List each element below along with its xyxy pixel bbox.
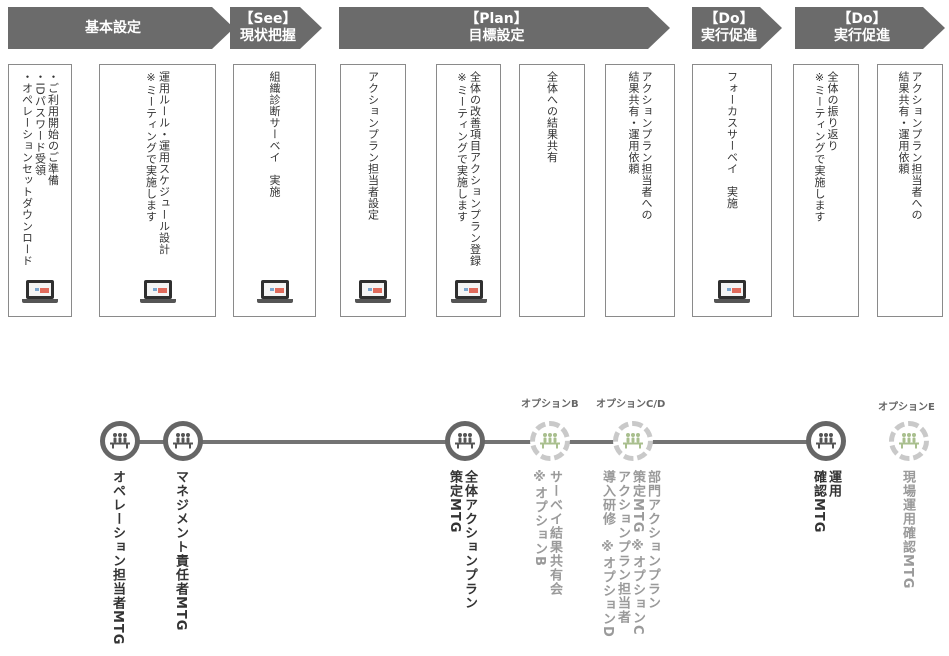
milestone-node-option-e (889, 421, 929, 461)
meeting-people-icon (623, 433, 643, 449)
task-text: 組織診断サーベイ 実施 (268, 71, 281, 198)
task-text: アクションプラン担当者への 結果共有・運用依頼 (897, 71, 923, 221)
meeting-people-icon (173, 433, 193, 449)
milestone-label-operation-mtg: オペレーション担当者MTG (110, 470, 125, 646)
laptop-icon (22, 280, 58, 306)
task-box-share-all: 全体への結果共有 (519, 64, 585, 317)
phase-see: 【See】 現状把握 (230, 7, 322, 49)
laptop-icon (256, 280, 293, 306)
milestone-label-operation-check-mtg: 運用 確認MTG (811, 470, 841, 534)
phase-title: 基本設定 (85, 19, 141, 36)
phase-do-1: 【Do】 実行促進 (692, 7, 782, 49)
milestone-node-plan-mtg (445, 421, 485, 461)
phase-do-2: 【Do】 実行促進 (795, 7, 945, 49)
milestone-node-operation-check-mtg (806, 421, 846, 461)
task-text: 全体の振り返り ※ミーティングで実施します (813, 71, 839, 223)
laptop-icon (450, 280, 487, 306)
option-label-b: オプションB (521, 399, 579, 410)
milestone-label-option-e: 現場運用確認MTG (900, 470, 915, 590)
phase-tag: 【Plan】 (465, 11, 528, 27)
task-box-setup: ・ご利用開始のご準備 ・IDパスワード受領 ・オペレーションセットダウンロード (8, 64, 72, 317)
milestone-node-management-mtg (163, 421, 203, 461)
phase-title: 現状把握 (240, 28, 296, 44)
phase-basic-setup: 基本設定 (8, 7, 234, 49)
task-text: ・ご利用開始のご準備 ・IDパスワード受領 ・オペレーションセットダウンロード (20, 71, 60, 267)
milestone-label-plan-mtg: 全体アクションプラン 策定MTG (447, 470, 477, 610)
phase-tag: 【Do】 (704, 11, 754, 27)
meeting-people-icon (540, 433, 560, 449)
meeting-people-icon (455, 433, 475, 449)
milestone-label-option-b: サーベイ結果共有会 ※オプションB (532, 470, 562, 596)
milestone-node-option-cd (613, 421, 653, 461)
phase-tag: 【See】 (239, 11, 297, 27)
task-box-focus-survey: フォーカスサーベイ 実施 (692, 64, 772, 317)
laptop-icon (714, 280, 750, 306)
phase-tag: 【Do】 (837, 11, 887, 27)
task-box-assign-owner: アクションプラン担当者設定 (340, 64, 406, 317)
laptop-icon (139, 280, 176, 306)
task-box-review: 全体の振り返り ※ミーティングで実施します (793, 64, 859, 317)
task-box-share-owner-2: アクションプラン担当者への 結果共有・運用依頼 (877, 64, 943, 317)
task-box-register-plan: 全体の改善項目アクションプラン登録 ※ミーティングで実施します (436, 64, 501, 317)
task-text: 全体への結果共有 (545, 71, 559, 163)
task-text: アクションプラン担当者設定 (366, 71, 380, 221)
task-box-org-survey: 組織診断サーベイ 実施 (233, 64, 316, 317)
option-label-e: オプションE (878, 402, 935, 413)
meeting-people-icon (110, 433, 130, 449)
milestone-node-option-b (530, 421, 570, 461)
phase-title: 実行促進 (834, 28, 890, 44)
milestone-label-management-mtg: マネジメント責任者MTG (173, 470, 188, 632)
task-box-share-owner: アクションプラン担当者への 結果共有・運用依頼 (605, 64, 675, 317)
task-box-rule-design: 運用ルール・運用スケジュール設計 ※ミーティングで実施します (99, 64, 216, 317)
meeting-people-icon (899, 433, 919, 449)
phase-title: 実行促進 (701, 28, 757, 44)
milestone-label-option-cd: 部門アクションプラン 策定MTG ※オプションC アクションプラン担当者 導入研… (600, 470, 660, 638)
task-text: 運用ルール・運用スケジュール設計 ※ミーティングで実施します (144, 71, 171, 255)
phase-title: 目標設定 (468, 28, 525, 44)
task-text: フォーカスサーベイ 実施 (725, 71, 739, 209)
task-text: 全体の改善項目アクションプラン登録 ※ミーティングで実施します (455, 71, 482, 267)
milestone-node-operation-mtg (100, 421, 140, 461)
task-text: アクションプラン担当者への 結果共有・運用依頼 (627, 71, 653, 221)
meeting-people-icon (816, 433, 836, 449)
phase-plan: 【Plan】 目標設定 (339, 7, 670, 49)
laptop-icon (355, 280, 391, 306)
option-label-cd: オプションC/D (596, 399, 666, 410)
